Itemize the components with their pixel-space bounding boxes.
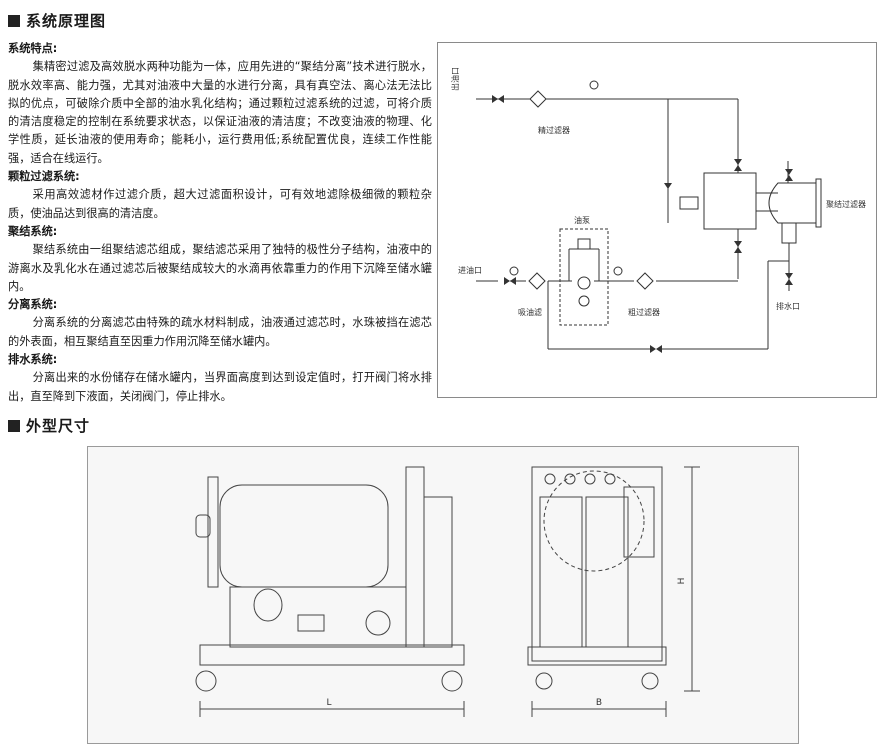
dimension-H: H: [677, 578, 687, 585]
dimension-L: L: [326, 698, 331, 708]
heading-coalescing: 聚结系统:: [8, 224, 58, 238]
section-title-dimensions: 外型尺寸: [8, 415, 90, 436]
dimension-svg: L B H: [195, 466, 700, 717]
para-system-features: 集精密过滤及高效脱水两种功能为一体，应用先进的“聚结分离”技术进行脱水，脱水效率…: [8, 60, 432, 165]
label-drain: 排水口: [776, 301, 800, 311]
feature-description: 系统特点: 集精密过滤及高效脱水两种功能为一体，应用先进的“聚结分离”技术进行脱…: [8, 40, 432, 406]
para-separation: 分离系统的分离滤芯由特殊的疏水材料制成，油液通过滤芯时，水珠被挡在滤芯的外表面，…: [8, 316, 432, 348]
label-fine-filter: 精过滤器: [538, 125, 570, 135]
dimension-B: B: [596, 698, 602, 708]
label-suction-filter: 吸油滤: [518, 307, 542, 317]
heading-drainage: 排水系统:: [8, 353, 58, 367]
label-pump: 油泵: [574, 215, 590, 225]
schematic-svg: 出油口 精过滤器 油泵 聚结过滤器 进油口 吸油滤 粗过滤器 排水口: [450, 67, 866, 353]
para-particle-filter: 采用高效滤材作过滤介质，超大过滤面积设计，可有效地滤除极细微的颗粒杂质，使油品达…: [8, 188, 432, 220]
title-square-icon: [8, 420, 20, 432]
heading-separation: 分离系统:: [8, 298, 58, 312]
para-coalescing: 聚结系统由一组聚结滤芯组成，聚结滤芯采用了独特的极性分子结构，油液中的游离水及乳…: [8, 243, 432, 293]
dimension-drawing: L B H: [87, 446, 799, 744]
label-coarse-filter: 粗过滤器: [628, 307, 660, 317]
heading-particle-filter: 颗粒过滤系统:: [8, 170, 80, 184]
title-square-icon: [8, 15, 20, 27]
system-schematic: 出油口 精过滤器 油泵 聚结过滤器 进油口 吸油滤 粗过滤器 排水口: [437, 42, 877, 398]
para-drainage: 分离出来的水份储存在储水罐内，当界面高度到达到设定值时，打开阀门将水排出，直至降…: [8, 371, 432, 403]
section-title-schematic: 系统原理图: [8, 10, 106, 31]
label-coalescer: 聚结过滤器: [826, 199, 866, 209]
label-outlet: 出油口: [450, 67, 460, 91]
heading-system-features: 系统特点:: [8, 42, 58, 55]
label-inlet: 进油口: [458, 265, 482, 275]
